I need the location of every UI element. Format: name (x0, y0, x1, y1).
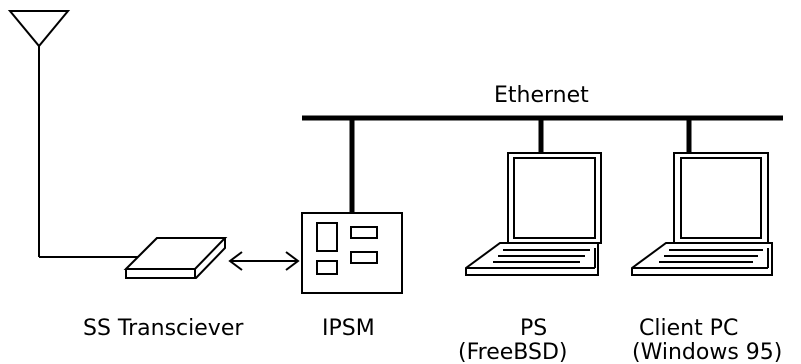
client-laptop-icon (631, 152, 773, 276)
bidirectional-arrow-icon (228, 251, 300, 271)
ps-laptop-icon (465, 152, 602, 276)
ethernet-label: Ethernet (494, 83, 589, 108)
transceiver-icon (123, 237, 228, 279)
client-os-label: (Windows 95) (632, 340, 782, 364)
ipsm-icon (301, 212, 403, 294)
antenna-icon (7, 10, 140, 258)
ethernet-drops (349, 118, 692, 213)
transceiver-label: SS Transciever (83, 316, 244, 341)
ps-os-label: (FreeBSD) (458, 340, 567, 364)
ps-label: PS (520, 316, 547, 341)
client-label: Client PC (639, 316, 738, 341)
ipsm-label: IPSM (322, 316, 375, 341)
